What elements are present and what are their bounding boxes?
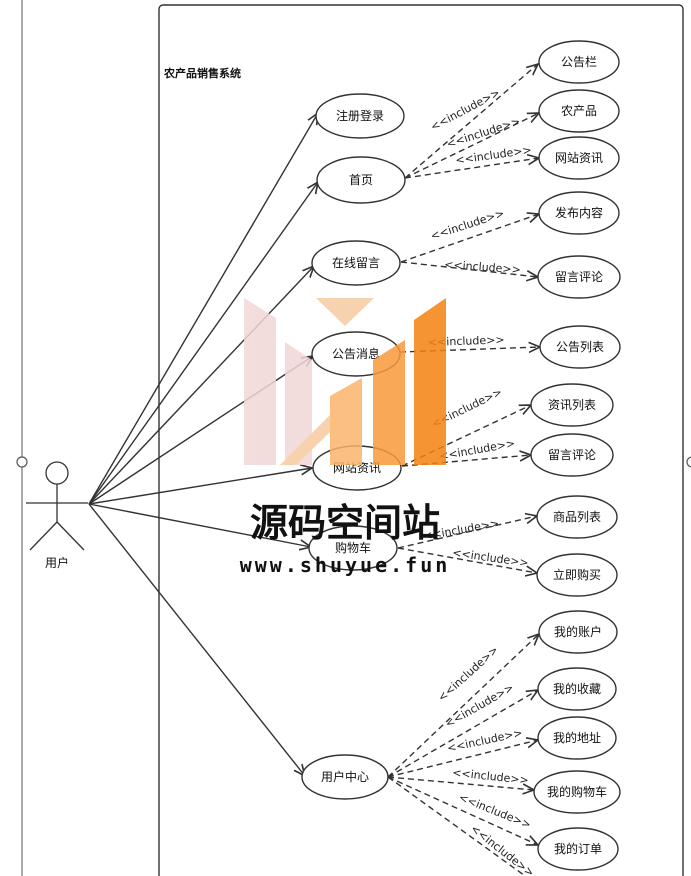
watermark-logo: [244, 298, 446, 465]
include-lines: [387, 64, 540, 876]
use-case-label: 商品列表: [553, 509, 601, 524]
use-case-label: 在线留言: [332, 256, 380, 270]
frame-handle-left: [16, 456, 28, 468]
include-label: <<include>>: [455, 143, 533, 167]
include-message-comment: [400, 261, 538, 277]
use-case-my-favorites: [537, 667, 617, 711]
include-label: <<include>>: [429, 207, 506, 243]
use-case-label: 发布内容: [555, 205, 603, 220]
assoc-message: [88, 266, 314, 505]
include-uc-mycart: [387, 776, 534, 790]
sub-use-cases: [530, 40, 621, 871]
use-case-news-list: [530, 383, 614, 427]
include-uc-orders: [387, 776, 538, 845]
use-case-label: 留言评论: [548, 448, 596, 462]
use-case-home: [316, 156, 406, 204]
assoc-usercenter: [88, 503, 305, 776]
watermark-bar-orange-2: [373, 340, 405, 465]
include-cart-buy: [397, 547, 537, 573]
include-label: <<include>>: [444, 258, 521, 276]
use-case-my-cart: [533, 770, 621, 814]
watermark-title: 源码空间站: [250, 501, 440, 545]
use-case-label: 用户中心: [321, 769, 369, 784]
include-label: <<include>>: [452, 546, 530, 570]
use-case-label: 公告栏: [561, 54, 597, 69]
assoc-news: [88, 468, 312, 505]
include-uc-favorites: [387, 690, 538, 778]
use-case-register-login: [315, 93, 405, 139]
use-case-label: 我的账户: [554, 624, 602, 639]
actor-label: 用户: [45, 555, 69, 570]
actor-head: [45, 461, 69, 485]
watermark-bar-orange-3: [414, 298, 446, 465]
use-case-label: 我的地址: [553, 730, 601, 745]
assoc-notice: [88, 356, 313, 505]
actor-user: [26, 461, 88, 551]
main-use-cases: [301, 93, 406, 800]
include-cart-goods: [397, 516, 537, 549]
use-case-my-orders: [537, 827, 619, 871]
use-case-comment-a: [537, 255, 621, 299]
assoc-register: [88, 113, 318, 505]
use-case-notice-list: [539, 325, 621, 369]
include-label: <<include>>: [446, 726, 524, 755]
use-case-label: 农产品: [561, 104, 597, 118]
sub-use-case-labels: 公告栏 农产品 网站资讯 发布内容 留言评论 公告列表 资讯列表 留言评论 商品…: [547, 54, 607, 856]
use-case-publish: [538, 191, 620, 235]
use-case-site-news: [538, 136, 620, 180]
use-case-label: 我的购物车: [547, 784, 607, 799]
include-labels: <<include>> <<include>> <<include>> <<in…: [422, 86, 536, 876]
use-case-label: 网站资讯: [555, 151, 603, 165]
use-case-bulletin: [538, 40, 620, 84]
main-use-case-labels: 注册登录 首页 在线留言 公告消息 网站资讯 购物车 用户中心: [321, 108, 384, 784]
use-case-label: 我的收藏: [553, 681, 601, 696]
assoc-cart: [88, 503, 311, 547]
include-home-board: [404, 64, 538, 179]
use-case-user-center: [301, 754, 389, 800]
use-case-label: 留言评论: [555, 270, 603, 284]
watermark-bar-orange-1: [330, 378, 362, 465]
use-case-label: 公告消息: [332, 346, 380, 361]
use-case-label: 购物车: [335, 540, 371, 555]
system-boundary: [158, 4, 684, 876]
watermark-bar-pink-1: [244, 298, 276, 465]
use-case-label: 公告列表: [556, 340, 604, 354]
frame-handle-right: [686, 456, 691, 468]
include-home-news: [404, 158, 539, 179]
system-title: 农产品销售系统: [163, 66, 241, 80]
include-uc-more: [387, 776, 527, 876]
actor-leg-left: [29, 521, 58, 551]
use-case-label: 资讯列表: [548, 398, 596, 412]
use-case-label: 我的订单: [554, 841, 602, 856]
use-case-label: 首页: [349, 173, 373, 187]
use-case-comment-b: [530, 433, 614, 477]
use-case-my-address: [537, 716, 617, 760]
use-case-cart: [308, 525, 398, 571]
include-uc-account: [387, 634, 539, 778]
include-home-products: [404, 113, 539, 179]
use-case-products: [538, 89, 620, 133]
use-case-online-message: [311, 240, 401, 286]
use-case-goods-list: [536, 495, 618, 539]
include-uc-address: [387, 740, 538, 778]
watermark-url: www.shuyue.fun: [240, 553, 451, 577]
use-case-my-account: [538, 610, 618, 654]
actor-leg-right: [56, 521, 85, 551]
watermark-triangle: [316, 298, 374, 326]
use-case-buy-now: [536, 553, 618, 597]
associations: [88, 113, 318, 776]
watermark-slash: [280, 415, 330, 465]
use-case-label: 立即购买: [553, 567, 601, 582]
include-label: <<include>>: [457, 791, 533, 832]
include-message-publish: [400, 214, 539, 263]
include-label: <<include>>: [428, 333, 505, 349]
watermark-bar-pink-2: [285, 342, 312, 465]
assoc-home: [88, 182, 318, 505]
use-case-label: 注册登录: [336, 108, 384, 123]
